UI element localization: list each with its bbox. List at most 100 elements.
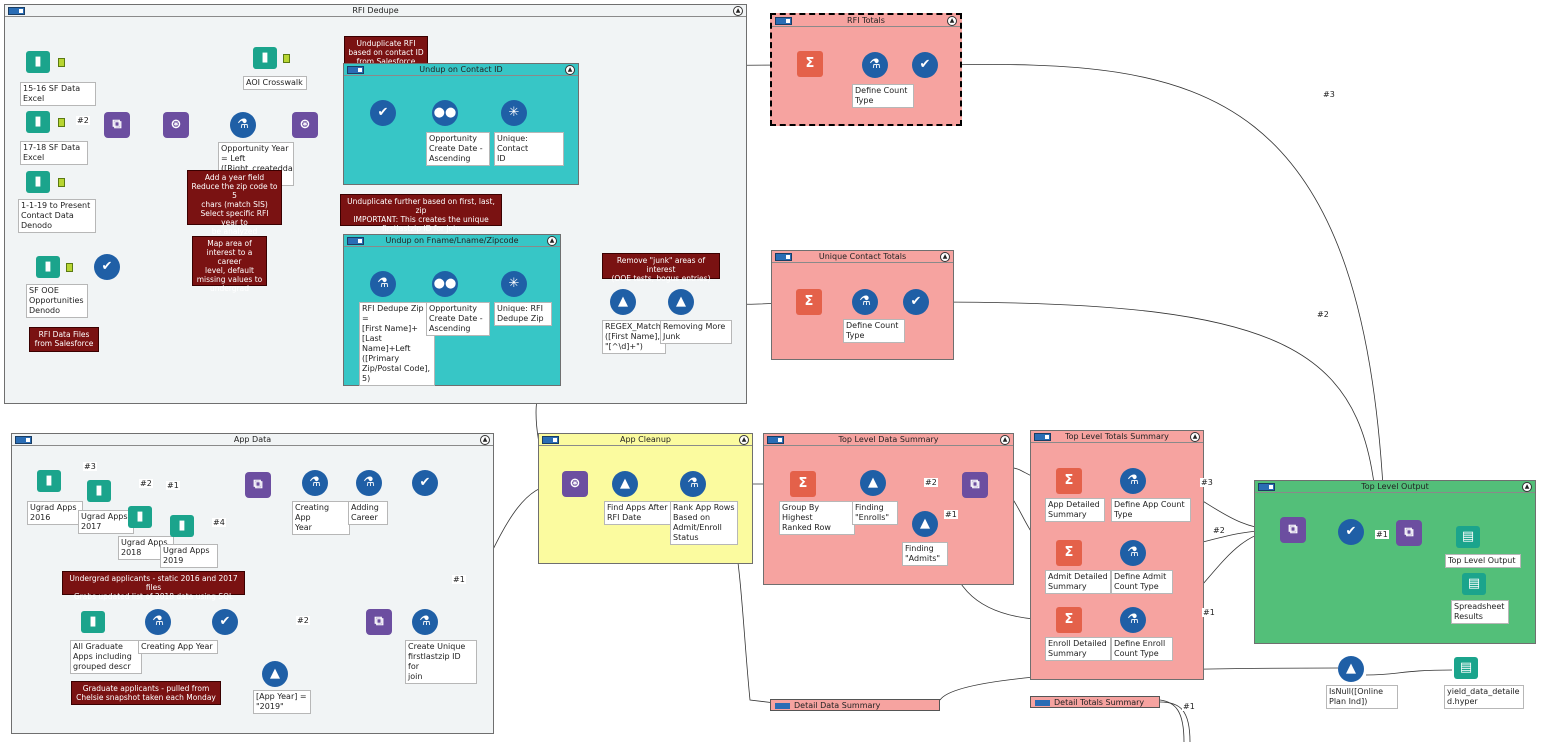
collapse-icon[interactable]: ▲ bbox=[940, 252, 950, 262]
collapse-icon[interactable]: ▲ bbox=[739, 435, 749, 445]
collapse-icon[interactable]: ▲ bbox=[480, 435, 490, 445]
dots-icon[interactable]: ●● bbox=[432, 100, 458, 126]
container-detail-data-summary[interactable]: Detail Data Summary bbox=[770, 699, 940, 711]
sigma-icon[interactable]: Σ bbox=[1056, 607, 1082, 633]
wire-label: #4 bbox=[212, 518, 226, 527]
output-anchor[interactable] bbox=[66, 263, 73, 272]
output-icon[interactable]: ▤ bbox=[1454, 657, 1478, 679]
container-toggle[interactable] bbox=[542, 436, 559, 444]
container-header[interactable]: RFI Dedupe ▲ bbox=[5, 5, 746, 17]
flask-icon[interactable]: ⚗ bbox=[862, 52, 888, 78]
book-icon[interactable]: ▮ bbox=[81, 611, 105, 633]
container-header[interactable]: App Data ▲ bbox=[12, 434, 493, 446]
output-anchor[interactable] bbox=[58, 118, 65, 127]
check-icon[interactable]: ✔ bbox=[912, 52, 938, 78]
container-header[interactable]: RFI Totals ▲ bbox=[772, 15, 960, 27]
sigma-icon[interactable]: Σ bbox=[1056, 540, 1082, 566]
snowflake-icon[interactable]: ✳ bbox=[501, 271, 527, 297]
book-icon[interactable]: ▮ bbox=[26, 51, 50, 73]
check-icon[interactable]: ✔ bbox=[412, 470, 438, 496]
flask-icon[interactable]: ⚗ bbox=[370, 271, 396, 297]
container-header[interactable]: App Cleanup ▲ bbox=[539, 434, 752, 446]
container-header[interactable]: Top Level Totals Summary ▲ bbox=[1031, 431, 1203, 443]
sigma-icon[interactable]: Σ bbox=[797, 51, 823, 77]
flask-icon[interactable]: ⚗ bbox=[145, 609, 171, 635]
flask-icon[interactable]: ⚗ bbox=[412, 609, 438, 635]
book-icon[interactable]: ▮ bbox=[170, 515, 194, 537]
join-icon[interactable]: ⊛ bbox=[292, 112, 318, 138]
collapse-icon[interactable]: ▲ bbox=[947, 16, 957, 26]
flask-icon[interactable]: ⚗ bbox=[302, 470, 328, 496]
dna-icon[interactable]: ⧉ bbox=[245, 472, 271, 498]
sigma-icon[interactable]: Σ bbox=[790, 471, 816, 497]
collapse-icon[interactable]: ▲ bbox=[1522, 482, 1532, 492]
check-icon[interactable]: ✔ bbox=[94, 254, 120, 280]
filter-icon[interactable]: ▲ bbox=[860, 470, 886, 496]
container-toggle[interactable] bbox=[775, 17, 792, 25]
flask-icon[interactable]: ⚗ bbox=[1120, 607, 1146, 633]
check-icon[interactable]: ✔ bbox=[212, 609, 238, 635]
flask-icon[interactable]: ⚗ bbox=[1120, 540, 1146, 566]
book-icon[interactable]: ▮ bbox=[26, 111, 50, 133]
dna-icon[interactable]: ⧉ bbox=[104, 112, 130, 138]
filter-icon[interactable]: ▲ bbox=[668, 289, 694, 315]
snowflake-icon[interactable]: ✳ bbox=[501, 100, 527, 126]
flask-icon[interactable]: ⚗ bbox=[1120, 468, 1146, 494]
dna-icon[interactable]: ⧉ bbox=[1280, 517, 1306, 543]
join-icon[interactable]: ⊛ bbox=[562, 471, 588, 497]
book-icon[interactable]: ▮ bbox=[128, 506, 152, 528]
output-anchor[interactable] bbox=[58, 178, 65, 187]
book-icon[interactable]: ▮ bbox=[26, 171, 50, 193]
filter-icon[interactable]: ▲ bbox=[262, 661, 288, 687]
flask-icon[interactable]: ⚗ bbox=[356, 470, 382, 496]
container-toggle[interactable] bbox=[15, 436, 32, 444]
collapse-icon[interactable]: ▲ bbox=[1190, 432, 1200, 442]
flask-icon[interactable]: ⚗ bbox=[230, 112, 256, 138]
book-icon[interactable]: ▮ bbox=[36, 256, 60, 278]
collapse-icon[interactable]: ▲ bbox=[733, 6, 743, 16]
check-icon[interactable]: ✔ bbox=[903, 289, 929, 315]
container-header[interactable]: Undup on Contact ID ▲ bbox=[344, 64, 578, 76]
check-icon[interactable]: ✔ bbox=[370, 100, 396, 126]
container-toggle[interactable] bbox=[775, 253, 792, 261]
filter-icon[interactable]: ▲ bbox=[612, 471, 638, 497]
filter-icon[interactable]: ▲ bbox=[1338, 656, 1364, 682]
dna-icon[interactable]: ⧉ bbox=[1396, 520, 1422, 546]
container-header[interactable]: Undup on Fname/Lname/Zipcode ▲ bbox=[344, 235, 560, 247]
container-toggle[interactable] bbox=[775, 702, 790, 709]
collapse-icon[interactable]: ▲ bbox=[565, 65, 575, 75]
sigma-icon[interactable]: Σ bbox=[1056, 468, 1082, 494]
book-icon[interactable]: ▮ bbox=[87, 480, 111, 502]
container-header[interactable]: Top Level Data Summary ▲ bbox=[764, 434, 1013, 446]
container-toggle[interactable] bbox=[8, 7, 25, 15]
flask-icon[interactable]: ⚗ bbox=[680, 471, 706, 497]
join-icon[interactable]: ⊛ bbox=[163, 112, 189, 138]
book-icon[interactable]: ▮ bbox=[37, 470, 61, 492]
dna-icon[interactable]: ⧉ bbox=[366, 609, 392, 635]
container-detail-totals-summary[interactable]: Detail Totals Summary bbox=[1030, 696, 1160, 708]
filter-icon[interactable]: ▲ bbox=[912, 511, 938, 537]
output-icon[interactable]: ▤ bbox=[1462, 573, 1486, 595]
output-anchor[interactable] bbox=[58, 58, 65, 67]
output-icon[interactable]: ▤ bbox=[1456, 526, 1480, 548]
tool-label: Define Admit Count Type bbox=[1111, 570, 1173, 594]
output-anchor[interactable] bbox=[283, 54, 290, 63]
container-toggle[interactable] bbox=[347, 237, 364, 245]
container-toggle[interactable] bbox=[347, 66, 364, 74]
tool-label: Creating App Year bbox=[138, 640, 218, 654]
filter-icon[interactable]: ▲ bbox=[610, 289, 636, 315]
container-header[interactable]: Unique Contact Totals ▲ bbox=[772, 251, 953, 263]
dots-icon[interactable]: ●● bbox=[432, 271, 458, 297]
container-toggle[interactable] bbox=[1258, 483, 1275, 491]
dna-icon[interactable]: ⧉ bbox=[962, 472, 988, 498]
collapse-icon[interactable]: ▲ bbox=[1000, 435, 1010, 445]
sigma-icon[interactable]: Σ bbox=[796, 289, 822, 315]
flask-icon[interactable]: ⚗ bbox=[852, 289, 878, 315]
container-toggle[interactable] bbox=[767, 436, 784, 444]
book-icon[interactable]: ▮ bbox=[253, 47, 277, 69]
collapse-icon[interactable]: ▲ bbox=[547, 236, 557, 246]
container-toggle[interactable] bbox=[1035, 699, 1050, 706]
container-toggle[interactable] bbox=[1034, 433, 1051, 441]
container-header[interactable]: Top Level Output ▲ bbox=[1255, 481, 1535, 493]
check-icon[interactable]: ✔ bbox=[1338, 519, 1364, 545]
